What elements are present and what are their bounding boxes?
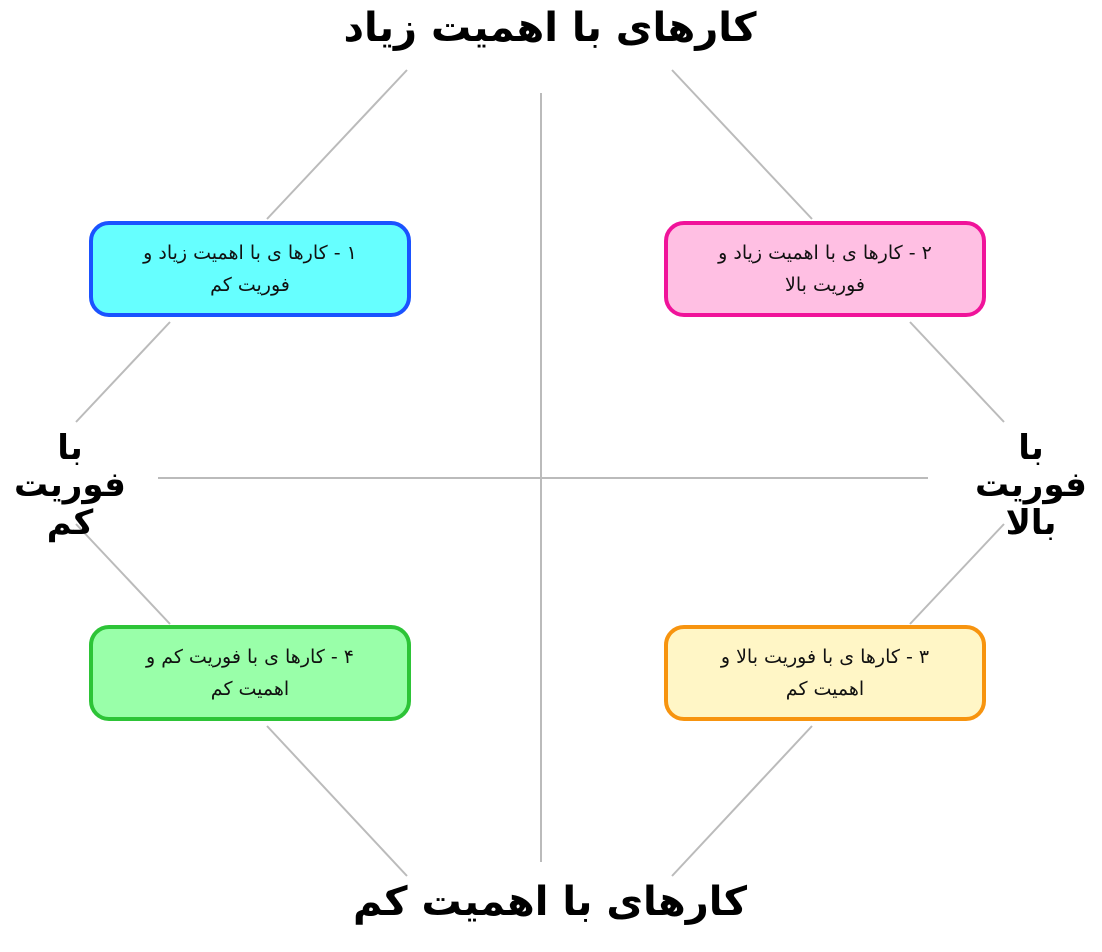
high-urgency-label: با فوریت بالا [975,428,1087,543]
diamond-edge-bottom-left [266,725,408,877]
diamond-edge-top-left [75,321,171,423]
quadrant-important-urgent: ۲ - کارها ی با اهمیت زیاد و فوریت بالا [664,221,986,317]
diamond-edge-bottom-left [75,523,171,625]
diamond-edge-top-right [671,69,813,220]
diamond-edge-bottom-right [671,725,813,877]
low-importance-label: کارهای با اهمیت کم [352,879,748,925]
diamond-edge-bottom-right [909,523,1005,625]
low-urgency-label: با فوریت کم [14,428,126,543]
quadrant-urgent-not-important: ۳ - کارها ی با فوریت بالا و اهمیت کم [664,625,986,721]
diamond-edge-top-left [266,69,408,220]
quadrant-important-not-urgent: ۱ - کارها ی با اهمیت زیاد و فوریت کم [89,221,411,317]
high-importance-label: کارهای با اهمیت زیاد [343,5,757,51]
diamond-edge-top-right [909,321,1005,423]
quadrant-not-urgent-not-important: ۴ - کارها ی با فوریت کم و اهمیت کم [89,625,411,721]
